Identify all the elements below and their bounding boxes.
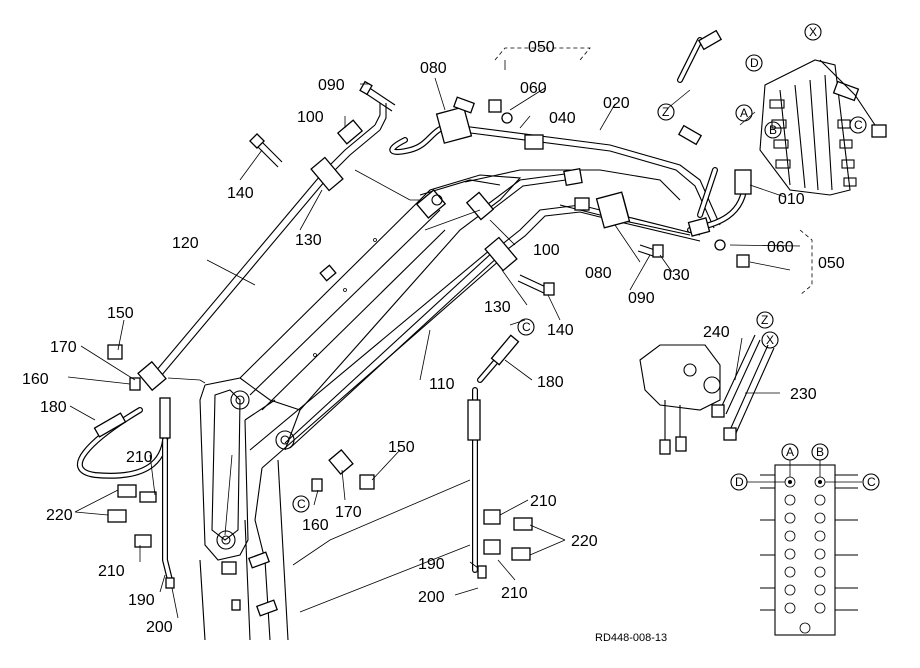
label-090-top: 090 <box>318 77 345 94</box>
label-240: 240 <box>703 324 730 341</box>
marker-A-inset: A <box>781 443 799 461</box>
label-080-top: 080 <box>420 60 447 77</box>
label-160-left: 160 <box>22 371 49 388</box>
label-220-right: 220 <box>571 533 598 550</box>
label-140-right: 140 <box>547 322 574 339</box>
label-100-mid: 100 <box>533 242 560 259</box>
label-200-right: 200 <box>418 589 445 606</box>
label-080-bottom: 080 <box>585 265 612 282</box>
label-140-left: 140 <box>227 185 254 202</box>
label-210-right-1: 210 <box>530 493 557 510</box>
label-190-left: 190 <box>128 592 155 609</box>
marker-D-inset: D <box>730 473 748 491</box>
svg-text:Z: Z <box>662 105 669 119</box>
svg-text:C: C <box>854 118 863 132</box>
label-050-right: 050 <box>818 255 845 272</box>
clamps-bolts <box>107 80 750 589</box>
marker-B-inset: B <box>811 443 829 461</box>
label-180-right: 180 <box>537 374 564 391</box>
marker-C-inset: C <box>862 473 880 491</box>
label-030: 030 <box>663 267 690 284</box>
label-210-left-1: 210 <box>126 449 153 466</box>
label-150-right: 150 <box>388 439 415 456</box>
svg-text:A: A <box>786 445 794 459</box>
marker-B-top: B <box>764 121 782 139</box>
label-210-left-2: 210 <box>98 563 125 580</box>
label-220-left: 220 <box>46 507 73 524</box>
label-200-left: 200 <box>146 619 173 636</box>
marker-Z-top: Z <box>657 103 675 121</box>
marker-C-top: C <box>849 116 867 134</box>
svg-text:D: D <box>735 475 744 489</box>
svg-text:X: X <box>809 25 817 39</box>
marker-D-top: D <box>745 54 763 72</box>
label-180-left: 180 <box>40 399 67 416</box>
label-060-top: 060 <box>520 80 547 97</box>
label-120: 120 <box>172 235 199 252</box>
leader-lines <box>67 60 801 619</box>
drawing-code: RD448-008-13 <box>595 632 667 644</box>
label-020: 020 <box>603 95 630 112</box>
label-160-right: 160 <box>302 517 329 534</box>
label-060-right: 060 <box>767 239 794 256</box>
label-090-bottom: 090 <box>628 290 655 307</box>
marker-A-top: A <box>735 104 753 122</box>
label-010: 010 <box>778 191 805 208</box>
diverter-valve <box>639 334 775 455</box>
svg-text:C: C <box>522 320 531 334</box>
svg-text:Z: Z <box>761 313 768 327</box>
marker-C-pin: C <box>292 495 310 513</box>
svg-text:C: C <box>297 497 306 511</box>
label-150-left: 150 <box>107 305 134 322</box>
marker-Z-mid: Z <box>756 311 774 329</box>
label-110: 110 <box>429 376 455 393</box>
svg-text:X: X <box>766 333 774 347</box>
svg-text:B: B <box>816 445 824 459</box>
label-130-right: 130 <box>484 299 511 316</box>
label-190-right: 190 <box>418 556 445 573</box>
circled-markers: A B C D X Z Z X C C A B D C <box>292 23 880 513</box>
label-100-top: 100 <box>297 109 324 126</box>
label-040: 040 <box>549 110 576 127</box>
label-050-top: 050 <box>528 39 555 56</box>
marker-C-hose: C <box>517 318 535 336</box>
control-valve <box>759 59 887 196</box>
label-210-right-2: 210 <box>501 585 528 602</box>
label-130-left: 130 <box>295 232 322 249</box>
svg-text:A: A <box>740 106 748 120</box>
label-230: 230 <box>790 386 817 403</box>
svg-text:C: C <box>867 475 876 489</box>
svg-text:B: B <box>769 123 777 137</box>
label-170-left: 170 <box>50 339 77 356</box>
label-170-right: 170 <box>335 504 362 521</box>
marker-X-mid: X <box>761 331 779 349</box>
marker-X-top: X <box>804 23 822 41</box>
valve-inset <box>747 460 862 636</box>
svg-text:D: D <box>750 56 759 70</box>
part-labels: 010 020 030 040 050 050 060 060 080 080 … <box>22 39 845 636</box>
